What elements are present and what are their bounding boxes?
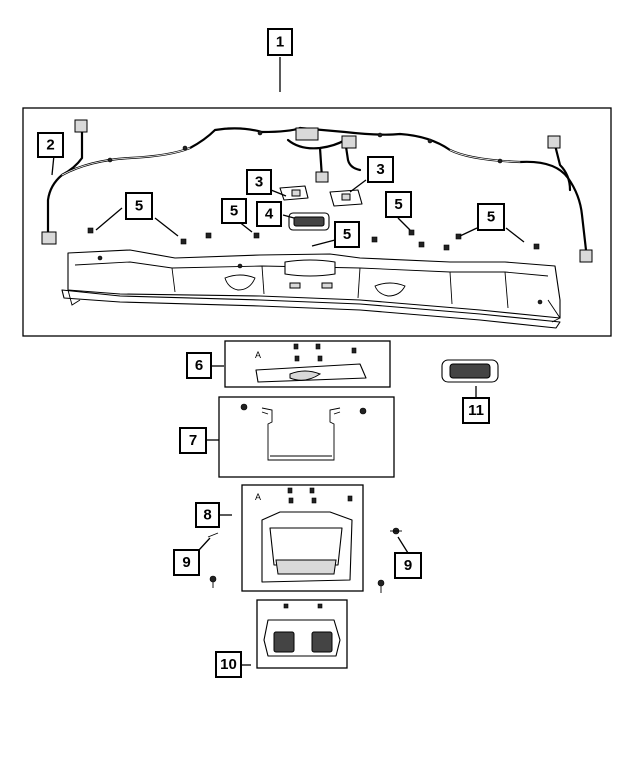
bracket-right [329,189,363,207]
arrow-mark-a-6: A [255,350,261,360]
svg-text:1: 1 [276,34,284,51]
svg-text:5: 5 [343,226,351,243]
callout-6: 6 [186,352,212,379]
retainer-clips [87,227,540,251]
part-10-drawing [263,603,341,657]
part-10-frame [256,599,348,669]
svg-text:11: 11 [468,402,484,419]
part-7-frame [218,396,395,478]
svg-text:2: 2 [46,137,54,154]
callout-10: 10 [215,651,242,678]
callout-1: 1 [267,28,293,56]
lamp-part-4 [288,212,330,231]
svg-text:3: 3 [376,161,384,178]
callout-leaders [51,154,525,666]
callout-9-right: 9 [394,552,422,579]
svg-text:8: 8 [203,507,211,524]
svg-text:5: 5 [230,203,238,220]
svg-text:9: 9 [404,557,412,574]
callout-9-left: 9 [173,549,200,576]
svg-text:5: 5 [135,198,143,215]
callout-5-left: 5 [125,192,153,220]
svg-text:4: 4 [265,206,274,223]
callout-2: 2 [37,132,64,158]
wire-harness [41,119,593,263]
part-11-drawing [441,359,499,398]
callout-5-center: 5 [334,221,360,248]
callout-5-center-right: 5 [385,191,412,218]
part-8-drawing [261,487,353,583]
svg-text:5: 5 [487,209,495,226]
callout-5-right: 5 [477,203,505,231]
svg-text:6: 6 [195,357,203,374]
callout-11: 11 [462,397,490,424]
callout-5-center-left: 5 [221,198,247,224]
svg-text:10: 10 [220,656,237,673]
fasteners-part-9 [207,527,402,593]
callout-8: 8 [195,502,220,528]
svg-text:5: 5 [394,196,402,213]
callout-7: 7 [179,427,207,454]
bracket-left [279,185,309,201]
part-6-drawing [255,343,367,383]
trim-panel [61,249,561,329]
svg-text:7: 7 [189,432,197,449]
callout-3-right: 3 [367,156,394,183]
svg-text:9: 9 [182,554,190,571]
part-8-frame [241,484,364,592]
callout-4: 4 [256,201,282,227]
part-6-frame [224,340,391,388]
part-7-drawing [240,403,367,461]
svg-text:3: 3 [255,174,263,191]
main-assembly-frame [22,107,612,337]
callout-3-left: 3 [246,169,272,195]
arrow-mark-a-8: A [255,492,261,502]
